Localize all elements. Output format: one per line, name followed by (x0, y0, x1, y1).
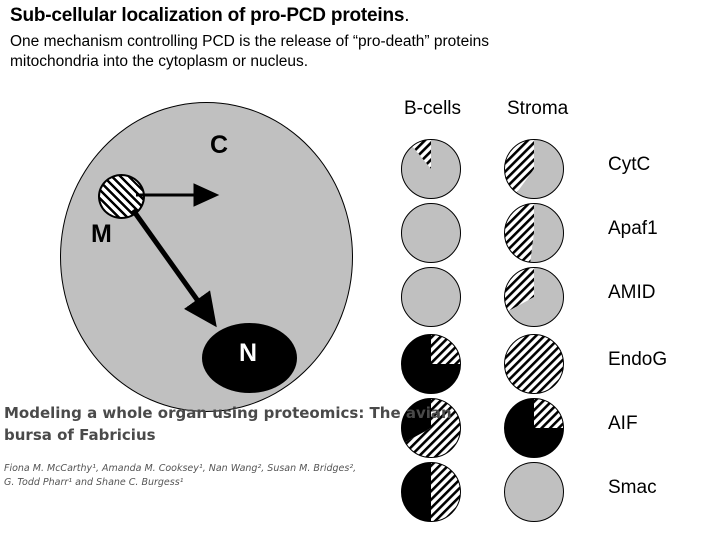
pie-amid-bcells (400, 266, 462, 328)
article-title-line-2: bursa of Fabricius (4, 426, 156, 444)
pie-row-smac: Smac (390, 461, 720, 523)
pie-apaf1-bcells (400, 202, 462, 264)
pie-cytc-stroma (503, 138, 565, 200)
protein-label-apaf1: Apaf1 (608, 218, 658, 239)
pie-chart-smac-bcells (401, 462, 461, 522)
pie-cytc-bcells (400, 138, 462, 200)
slide-heading: Sub-cellular localization of pro-PCD pro… (10, 4, 710, 72)
pie-row-aif: AIF (390, 397, 720, 459)
pie-smac-stroma (503, 461, 565, 523)
page-subtitle-line-1: One mechanism controlling PCD is the rel… (10, 33, 490, 50)
article-authors-line-2: G. Todd Pharr¹ and Shane C. Burgess¹ (4, 477, 184, 488)
protein-label-aif: AIF (608, 413, 638, 434)
article-title: Modeling a whole organ using proteomics:… (4, 402, 452, 446)
article-authors: Fiona M. McCarthy¹, Amanda M. Cooksey¹, … (4, 462, 384, 490)
pie-row-cytc: CytC (390, 138, 720, 200)
article-title-line-1: Modeling a whole organ using proteomics:… (4, 404, 452, 422)
mitochondrion-label: M (91, 220, 112, 248)
pie-chart-apaf1-stroma (504, 203, 564, 263)
pie-apaf1-stroma (503, 202, 565, 264)
pie-chart-aif-bcells (401, 398, 461, 458)
page-subtitle-line-2: mitochondria into the cytoplasm or nucle… (10, 53, 309, 70)
pie-chart-aif-stroma (504, 398, 564, 458)
page-title-period: . (404, 5, 410, 26)
pie-row-endog: EndoG (390, 333, 720, 395)
pie-amid-stroma (503, 266, 565, 328)
pie-row-amid: AMID (390, 266, 720, 328)
pie-smac-bcells (400, 461, 462, 523)
protein-label-smac: Smac (608, 477, 657, 498)
arrow-layer (130, 183, 220, 328)
article-authors-line-1: Fiona M. McCarthy¹, Amanda M. Cooksey¹, … (4, 463, 357, 474)
page-title: Sub-cellular localization of pro-PCD pro… (10, 4, 710, 28)
protein-label-endog: EndoG (608, 349, 668, 370)
column-header-stroma: Stroma (507, 98, 569, 119)
cytoplasm-label: C (210, 131, 229, 159)
protein-label-cytc: CytC (608, 154, 651, 175)
pie-chart-endog-bcells (401, 334, 461, 394)
pie-chart-amid-bcells (401, 267, 461, 327)
page-title-main: Sub-cellular localization of pro-PCD pro… (10, 5, 405, 26)
protein-label-amid: AMID (608, 282, 656, 303)
pie-chart-apaf1-bcells (401, 203, 461, 263)
page-subtitle: One mechanism controlling PCD is the rel… (10, 32, 710, 72)
pie-chart-cytc-stroma (504, 139, 564, 199)
column-header-bcells: B-cells (404, 98, 462, 119)
nucleus-label: N (239, 339, 258, 367)
article-reference: Modeling a whole organ using proteomics:… (4, 402, 452, 490)
arrow-mitochondria-to-nucleus (130, 208, 217, 328)
pie-aif-bcells (400, 397, 462, 459)
cell-diagram: C M N (18, 98, 368, 416)
pie-chart-amid-stroma (504, 267, 564, 327)
pie-aif-stroma (503, 397, 565, 459)
pie-row-apaf1: Apaf1 (390, 202, 720, 264)
pie-endog-bcells (400, 333, 462, 395)
pie-endog-stroma (503, 333, 565, 395)
pie-chart-smac-stroma (504, 462, 564, 522)
nucleus-shape (202, 323, 297, 393)
pie-chart-endog-stroma (504, 334, 564, 394)
pie-chart-cytc-bcells (401, 139, 461, 199)
